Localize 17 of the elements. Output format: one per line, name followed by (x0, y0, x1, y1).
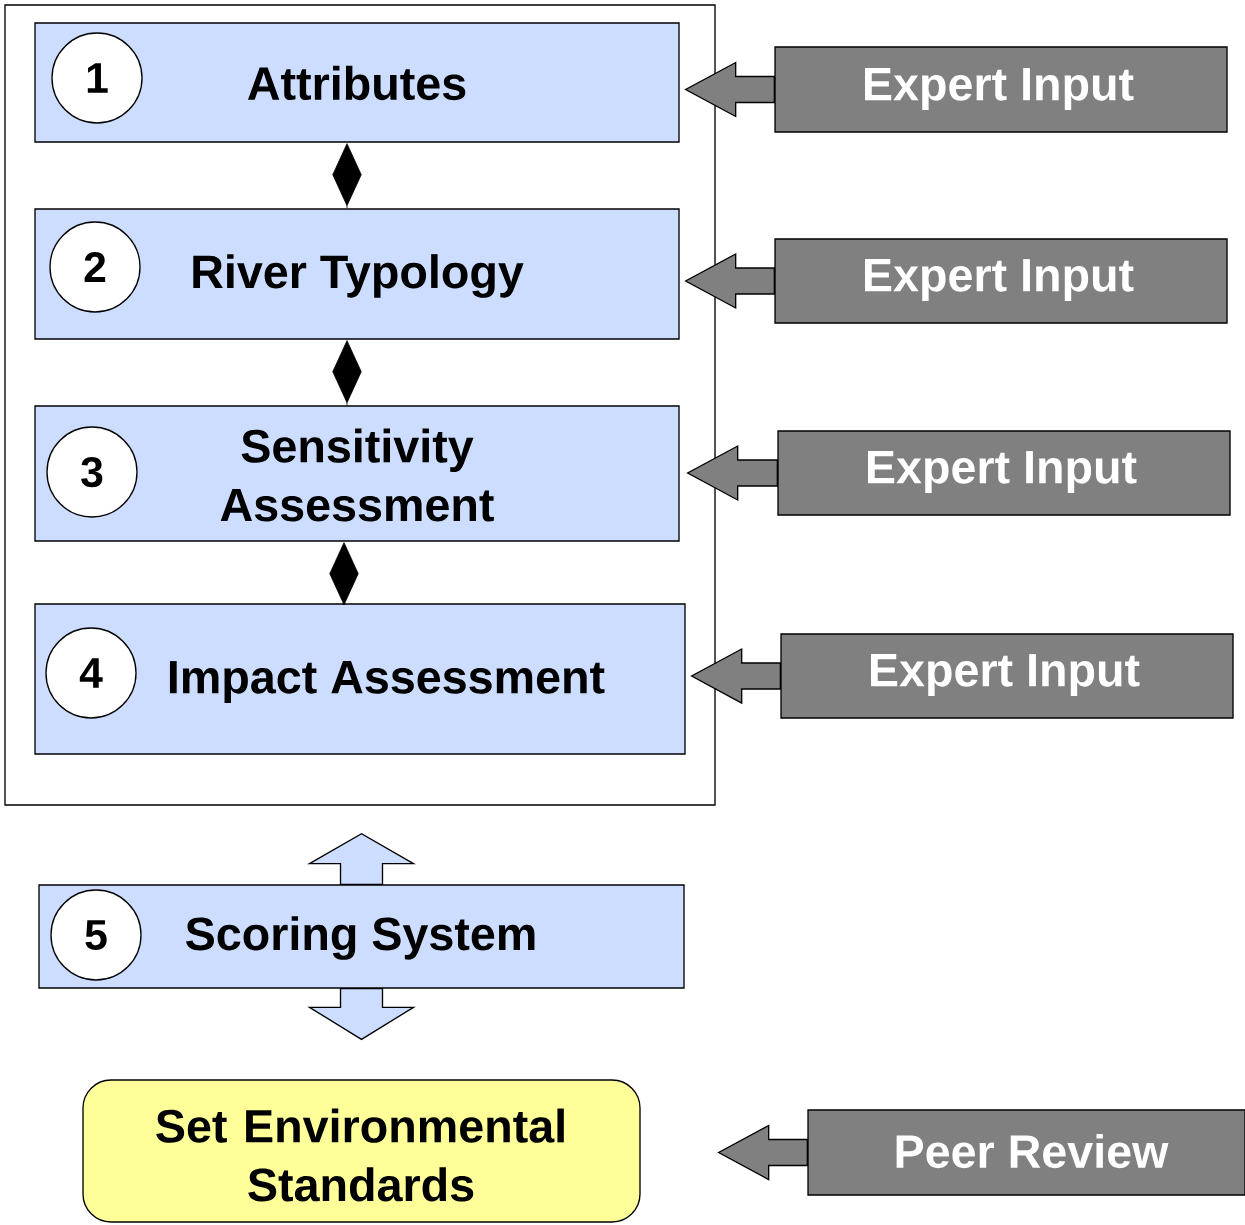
block-arrow (686, 444, 778, 502)
block-arrow (307, 988, 416, 1041)
block-arrow (307, 832, 416, 885)
block-arrow (717, 1124, 808, 1181)
input-box: Expert Input (780, 633, 1234, 719)
goal-box: Set Environmental Standards (82, 1079, 641, 1223)
diamond-connector (332, 143, 362, 209)
frame-box (4, 4, 716, 806)
block-arrow (690, 647, 781, 705)
input-box: Expert Input (777, 430, 1231, 516)
diamond-connector (332, 340, 362, 406)
input-box: Peer Review (807, 1109, 1245, 1196)
input-box: Expert Input (774, 46, 1228, 133)
block-arrow (684, 252, 775, 310)
block-arrow (684, 61, 775, 118)
diamond-connector (329, 542, 359, 606)
input-box: Expert Input (774, 238, 1228, 324)
